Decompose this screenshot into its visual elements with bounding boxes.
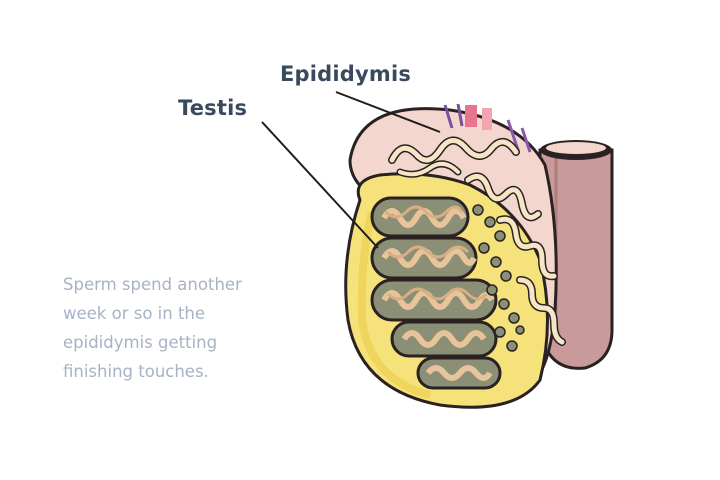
epididymis-leader-line: [335, 91, 441, 133]
lobule: [416, 356, 502, 390]
lobule: [390, 320, 498, 358]
rete-testis: [472, 204, 525, 352]
caption-line: Sperm spend another: [63, 275, 242, 294]
nerve: [506, 119, 532, 153]
testis-leader-line: [261, 121, 379, 249]
nerve: [443, 103, 464, 129]
caption-line: epididymis getting: [63, 333, 218, 352]
vas-deferens: [538, 140, 614, 370]
lobule: [370, 196, 470, 238]
caption-line: week or so in the: [63, 304, 206, 323]
seminiferous-lobules: [370, 196, 502, 390]
lobule: [370, 278, 498, 322]
blood-vessel: [465, 105, 477, 127]
testis-label: Testis: [178, 96, 248, 120]
epididymis-coils: [388, 136, 566, 346]
caption-text: Sperm spend another week or so in the ep…: [63, 270, 293, 386]
lobule: [370, 236, 478, 280]
blood-vessel: [482, 108, 492, 130]
epididymis-label: Epididymis: [280, 62, 412, 86]
caption-line: finishing touches.: [63, 362, 209, 381]
